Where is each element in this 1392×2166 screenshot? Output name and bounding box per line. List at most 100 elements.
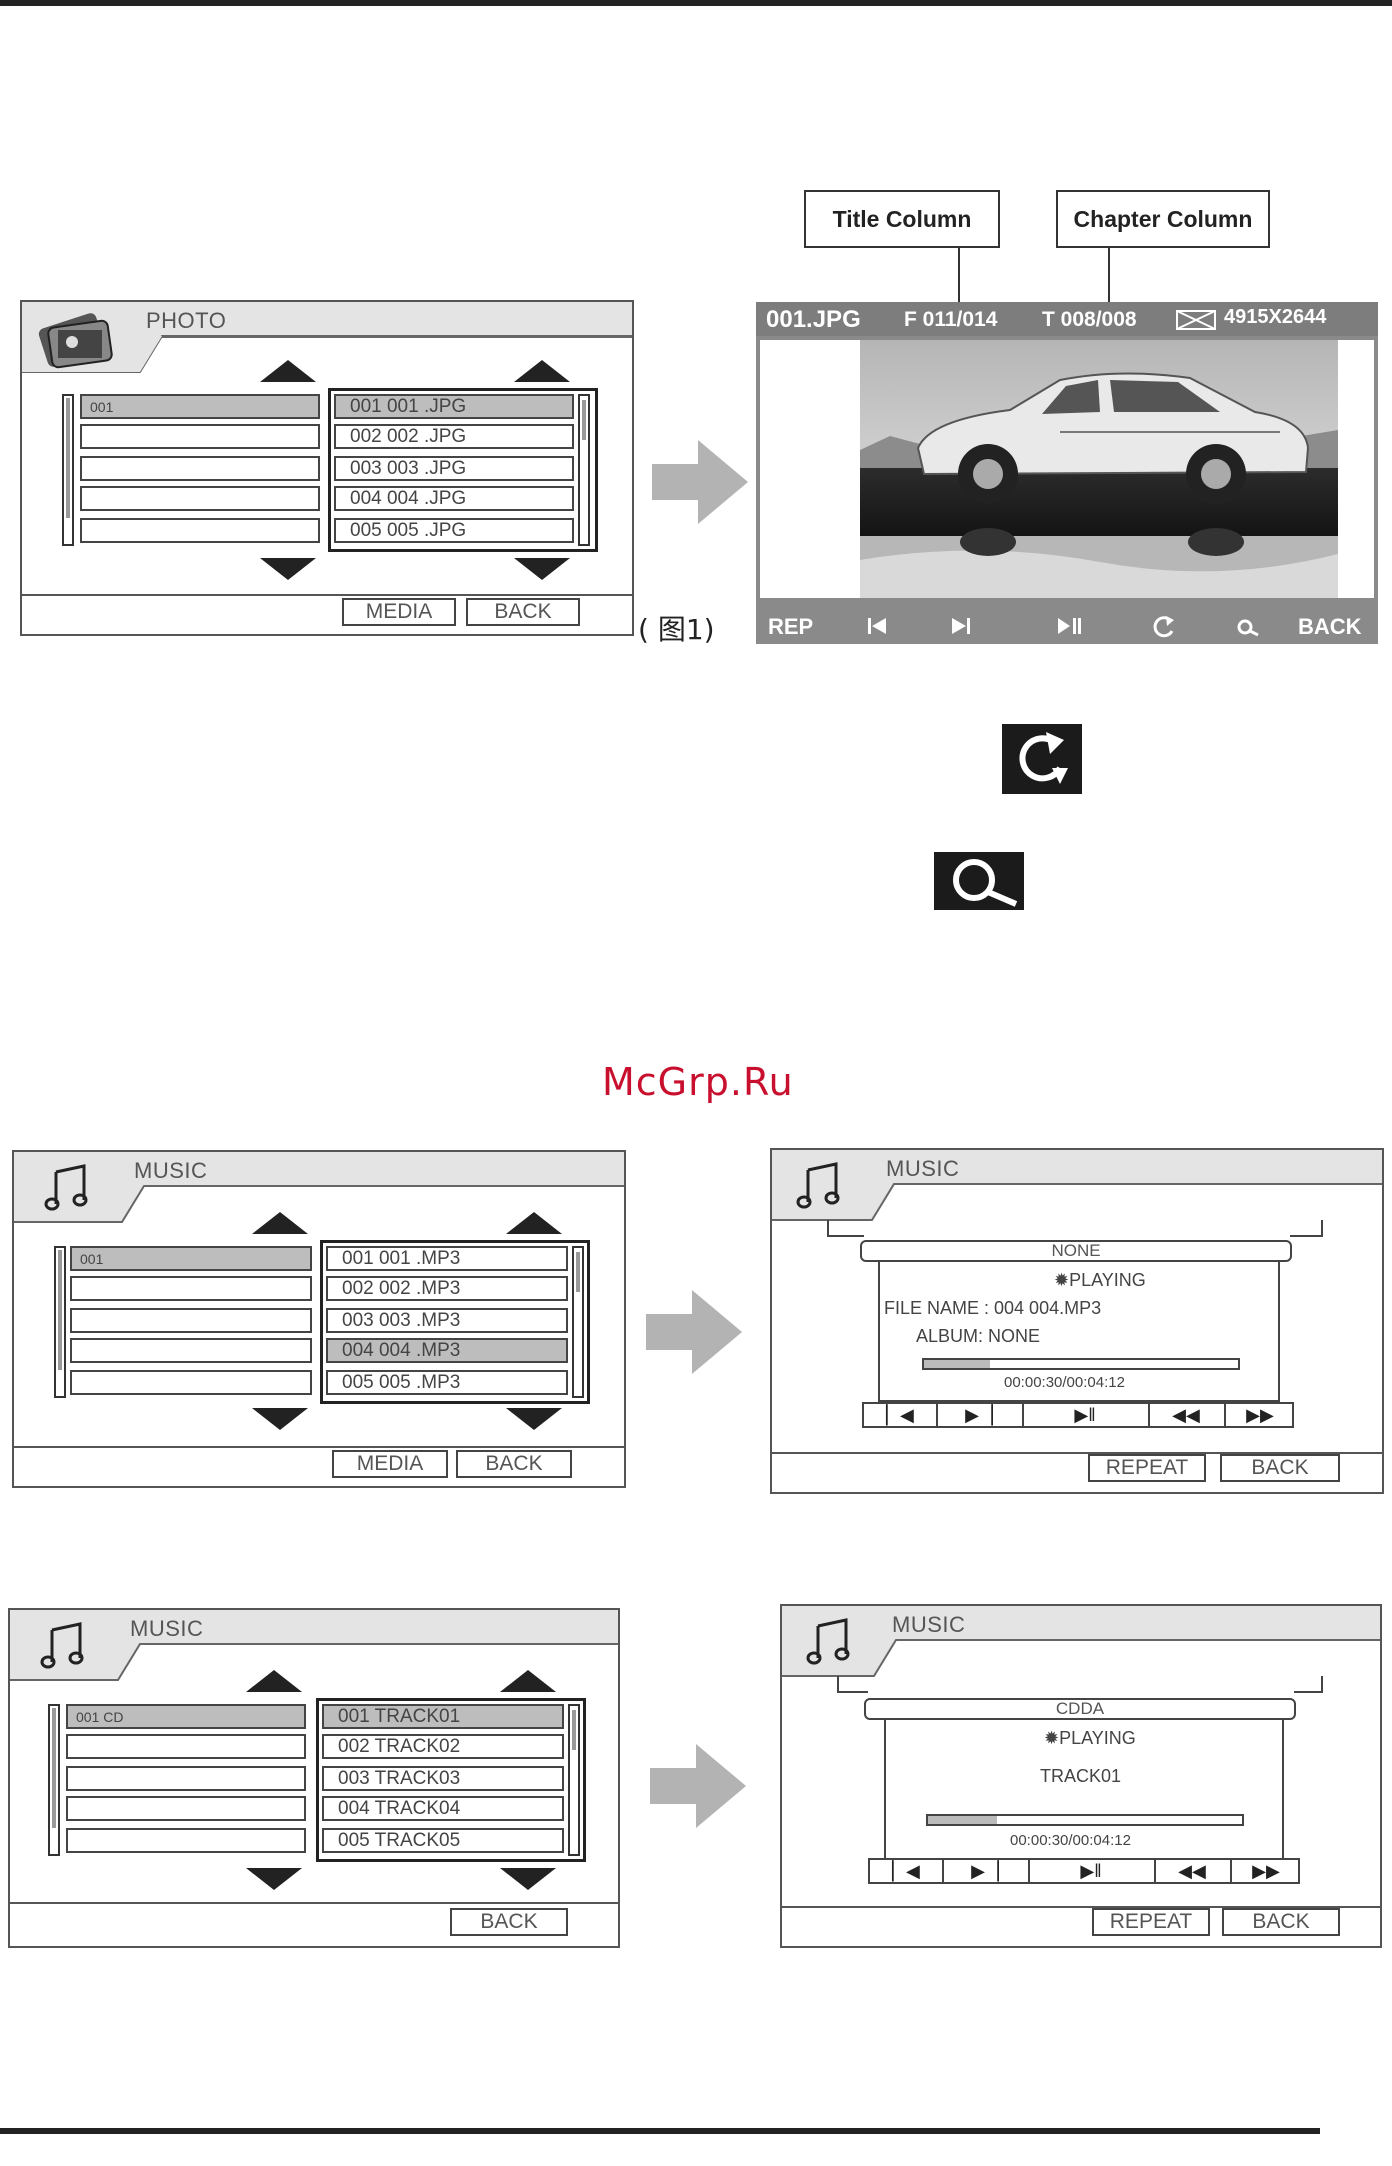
left-scroll-up-icon[interactable] <box>252 1212 308 1234</box>
folder-row[interactable]: 001 <box>70 1246 312 1271</box>
right-scroll-down-icon[interactable] <box>514 558 570 580</box>
gear-icon: ✹ <box>1044 1728 1060 1748</box>
folder-row-empty[interactable] <box>66 1766 306 1791</box>
rep-button[interactable]: REP <box>768 614 814 639</box>
play-pause-icon[interactable]: ▶‖ <box>1022 1404 1150 1426</box>
media-button[interactable]: MEDIA <box>332 1450 448 1478</box>
callout-leader <box>1108 248 1110 316</box>
left-scroll-down-icon[interactable] <box>260 558 316 580</box>
back-button[interactable]: BACK <box>1222 1908 1340 1936</box>
right-scroll-up-icon[interactable] <box>514 360 570 382</box>
file-row[interactable]: 005 005 .MP3 <box>326 1370 568 1395</box>
zoom-icon[interactable] <box>1236 618 1260 638</box>
cd-browser-panel: MUSIC 001 CD 001 TRACK01 002 TRACK02 003… <box>8 1608 620 1948</box>
right-scroll-down-icon[interactable] <box>506 1408 562 1430</box>
play-pause-icon[interactable] <box>1058 618 1082 634</box>
progress-bar[interactable] <box>922 1358 1240 1370</box>
skip-next-icon[interactable]: ▶▕ <box>936 1404 1024 1426</box>
music-note-icon <box>796 1162 840 1209</box>
folder-row[interactable]: 001 <box>80 394 320 419</box>
left-scrollbar[interactable] <box>54 1246 66 1398</box>
file-row[interactable]: 003 003 .MP3 <box>326 1308 568 1333</box>
right-scroll-up-icon[interactable] <box>506 1212 562 1234</box>
source-bar: NONE <box>860 1240 1292 1262</box>
repeat-button[interactable]: REPEAT <box>1088 1454 1206 1482</box>
folder-row-empty[interactable] <box>70 1276 312 1301</box>
folder-row-empty[interactable] <box>66 1796 306 1821</box>
folder-row-empty[interactable] <box>70 1338 312 1363</box>
file-row[interactable]: 005 TRACK05 <box>322 1828 564 1853</box>
skip-previous-icon[interactable] <box>868 618 886 634</box>
right-scrollbar[interactable] <box>578 394 590 546</box>
progress-bar[interactable] <box>926 1814 1244 1826</box>
right-scroll-up-icon[interactable] <box>500 1670 556 1692</box>
repeat-button[interactable]: REPEAT <box>1092 1908 1210 1936</box>
panel-footer <box>10 1902 618 1946</box>
file-row[interactable]: 004 004 .MP3 <box>326 1338 568 1363</box>
folder-row[interactable]: 001 CD <box>66 1704 306 1729</box>
file-list-box <box>328 388 598 552</box>
file-row[interactable]: 001 001 .MP3 <box>326 1246 568 1271</box>
left-scroll-up-icon[interactable] <box>260 360 316 382</box>
chapter-column-callout: Chapter Column <box>1056 190 1270 248</box>
file-list-box <box>316 1698 586 1862</box>
rotate-icon[interactable] <box>1150 614 1178 640</box>
file-row[interactable]: 003 003 .JPG <box>334 456 574 481</box>
back-button[interactable]: BACK <box>450 1908 568 1936</box>
back-button[interactable]: BACK <box>1220 1454 1340 1482</box>
left-scroll-down-icon[interactable] <box>246 1868 302 1890</box>
music-player-panel: MUSIC NONE ✹PLAYING FILE NAME : 004 004.… <box>770 1148 1384 1494</box>
skip-previous-icon[interactable]: ▏◀ <box>870 1860 944 1882</box>
file-row[interactable]: 004 TRACK04 <box>322 1796 564 1821</box>
rewind-icon[interactable]: ◀◀ <box>1154 1860 1232 1882</box>
source-label: CDDA <box>1055 1699 1105 1718</box>
fast-forward-icon[interactable]: ▶▶ <box>1246 1405 1274 1425</box>
folder-row-empty[interactable] <box>80 486 320 511</box>
skip-next-icon[interactable] <box>952 618 970 634</box>
back-button[interactable]: BACK <box>456 1450 572 1478</box>
transport-bar: ▏◀ ▶▕ ▶‖ ◀◀ ▶▶ <box>868 1858 1300 1884</box>
viewer-back-button[interactable]: BACK <box>1298 614 1362 639</box>
watermark: McGrp.Ru <box>602 1060 794 1104</box>
header-tab-shape <box>10 1610 618 1681</box>
media-button[interactable]: MEDIA <box>342 598 456 626</box>
photo-browser-panel: PHOTO 001 001 001 .JPG 002 002 .JPG 003 … <box>20 300 634 636</box>
folder-row-empty[interactable] <box>80 424 320 449</box>
left-scrollbar[interactable] <box>48 1704 60 1856</box>
file-row[interactable]: 005 005 .JPG <box>334 518 574 543</box>
file-row[interactable]: 001 TRACK01 <box>322 1704 564 1729</box>
header-tab-shape <box>14 1152 624 1223</box>
right-scroll-down-icon[interactable] <box>500 1868 556 1890</box>
play-pause-icon[interactable]: ▶‖ <box>1028 1860 1156 1882</box>
rotate-icon <box>1002 724 1082 794</box>
music-note-icon <box>40 1622 84 1669</box>
file-row[interactable]: 004 004 .JPG <box>334 486 574 511</box>
music-browser-panel: MUSIC 001 001 001 .MP3 002 002 .MP3 003 … <box>12 1150 626 1488</box>
left-scroll-up-icon[interactable] <box>246 1670 302 1692</box>
photo-viewer: 001.JPG F 011/014 T 008/008 4915X2644 <box>756 302 1378 644</box>
file-row[interactable]: 002 TRACK02 <box>322 1734 564 1759</box>
file-row[interactable]: 003 TRACK03 <box>322 1766 564 1791</box>
folder-row-empty[interactable] <box>80 518 320 543</box>
right-scrollbar[interactable] <box>568 1704 580 1856</box>
folder-row-empty[interactable] <box>66 1828 306 1853</box>
file-row[interactable]: 001 001 .JPG <box>334 394 574 419</box>
folder-row-empty[interactable] <box>66 1734 306 1759</box>
left-scrollbar[interactable] <box>62 394 74 546</box>
folder-row-empty[interactable] <box>70 1308 312 1333</box>
folder-index: F 011/014 <box>904 308 998 331</box>
left-scroll-down-icon[interactable] <box>252 1408 308 1430</box>
right-scrollbar[interactable] <box>572 1246 584 1398</box>
back-button[interactable]: BACK <box>466 598 580 626</box>
skip-next-icon[interactable]: ▶▕ <box>942 1860 1030 1882</box>
folder-row-empty[interactable] <box>70 1370 312 1395</box>
file-row[interactable]: 002 002 .JPG <box>334 424 574 449</box>
folder-row-empty[interactable] <box>80 456 320 481</box>
fast-forward-icon[interactable]: ▶▶ <box>1252 1861 1280 1881</box>
photo-icon <box>38 313 113 369</box>
skip-previous-icon[interactable]: ▏◀ <box>864 1404 938 1426</box>
rewind-icon[interactable]: ◀◀ <box>1148 1404 1226 1426</box>
transition-arrow-icon <box>652 440 748 524</box>
music-title: MUSIC <box>892 1612 966 1637</box>
file-row[interactable]: 002 002 .MP3 <box>326 1276 568 1301</box>
